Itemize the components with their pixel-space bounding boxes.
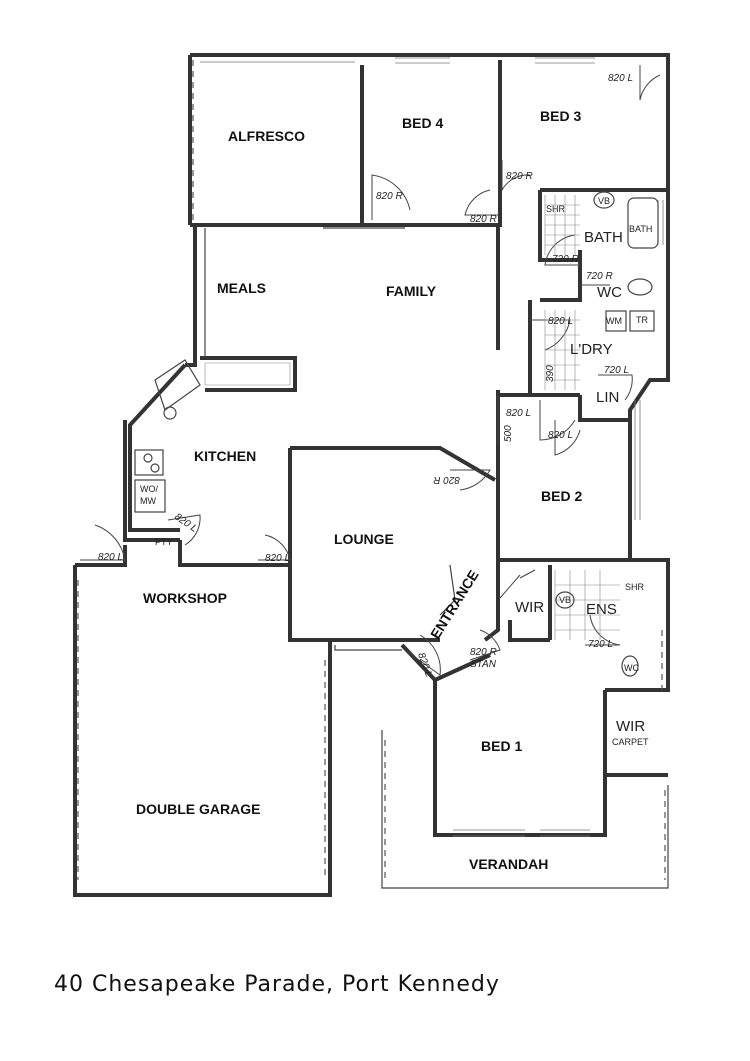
door-label: 720 R	[552, 254, 579, 265]
door-label: 820 R	[376, 191, 403, 202]
door-label: 820 L	[608, 73, 633, 84]
room-bath: BATH	[584, 229, 623, 246]
trough-label: TR	[636, 315, 648, 325]
room-bed-4: BED 4	[402, 115, 443, 131]
door-label: 820 R	[433, 474, 460, 485]
room-ensuite: ENS	[586, 601, 617, 618]
door-label: 720 L	[588, 639, 613, 650]
room-bed-2: BED 2	[541, 488, 582, 504]
door-label: 820 R	[470, 647, 497, 658]
room-family: FAMILY	[386, 283, 437, 299]
door-label: 390	[545, 365, 556, 382]
door-label: 820 L	[548, 316, 573, 327]
door-label: 820 L	[265, 553, 290, 564]
washing-machine-label: WM	[606, 316, 622, 326]
windows-and-eaves	[77, 57, 666, 880]
ensuite-vanity-label: VB	[559, 595, 571, 605]
property-address-caption: 40 Chesapeake Parade, Port Kennedy	[54, 972, 500, 997]
vanity-basin-label: VB	[598, 196, 610, 206]
door-swings	[80, 65, 661, 676]
room-lounge: LOUNGE	[334, 531, 394, 547]
room-wc: WC	[597, 284, 622, 301]
door-label: 820 L	[548, 430, 573, 441]
room-bath-tub-label: BATH	[629, 224, 652, 234]
door-label: 720 L	[604, 365, 629, 376]
door-label: 820 L	[98, 552, 123, 563]
door-label: 820 R	[506, 171, 533, 182]
ensuite-wc-label: WC	[624, 663, 639, 673]
room-bed-1: BED 1	[481, 738, 522, 754]
door-label: 820 R	[470, 214, 497, 225]
ensuite-shower-label: SHR	[625, 582, 645, 592]
room-pantry: PTY	[155, 537, 173, 547]
room-wir-1: WIR	[515, 599, 544, 616]
door-label: 720 R	[586, 271, 613, 282]
room-laundry: L'DRY	[570, 341, 613, 358]
room-shower-label: SHR	[546, 204, 566, 214]
room-linen: LIN	[596, 389, 619, 406]
carpet-label: CARPET	[612, 737, 649, 747]
room-wir-2: WIR	[616, 718, 645, 735]
room-alfresco: ALFRESCO	[228, 128, 305, 144]
door-label: 820 L	[415, 651, 434, 678]
door-label: 500	[503, 425, 514, 442]
microwave-label: MW	[140, 496, 156, 506]
door-label: 820 L	[506, 408, 531, 419]
room-bed-3: BED 3	[540, 108, 581, 124]
room-workshop: WORKSHOP	[143, 590, 227, 606]
room-meals: MEALS	[217, 280, 266, 296]
wall-oven-label: WO/	[140, 484, 158, 494]
room-entrance: ENTRANCE	[427, 567, 482, 641]
room-kitchen: KITCHEN	[194, 448, 256, 464]
door-label: STAN	[470, 659, 497, 670]
fixtures	[134, 191, 659, 677]
room-double-garage: DOUBLE GARAGE	[136, 801, 260, 817]
outer-walls	[73, 53, 670, 897]
room-verandah: VERANDAH	[469, 856, 548, 872]
door-size-labels: 820 L 820 R 820 R 820 R 720 R 720 R 820 …	[98, 73, 633, 679]
wet-area-tiles	[204, 195, 620, 640]
